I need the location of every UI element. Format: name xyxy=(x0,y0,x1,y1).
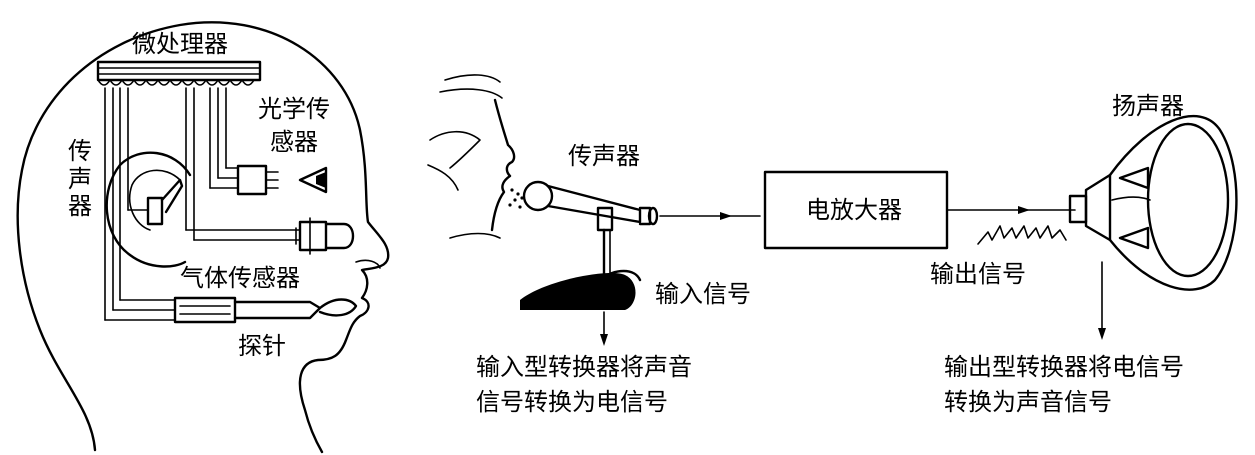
amplifier-label: 电放大器 xyxy=(806,198,902,222)
microprocessor-label: 微处理器 xyxy=(132,32,228,56)
arrow-out xyxy=(1018,206,1030,214)
output-signal-label: 输出信号 xyxy=(930,262,1026,286)
gas-sensor-label: 气体传感器 xyxy=(180,266,300,290)
arrow-in xyxy=(720,212,732,220)
optical-sensor-label-line1: 光学传 xyxy=(258,97,330,121)
probe xyxy=(175,298,356,322)
optical-sensor xyxy=(238,166,326,194)
studio-microphone-label: 传声器 xyxy=(568,144,640,168)
probe-label: 探针 xyxy=(238,334,286,358)
talker-profile xyxy=(428,75,514,238)
loudspeaker-label: 扬声器 xyxy=(1112,94,1184,118)
input-caption-line1: 输入型转换器将声音 xyxy=(476,355,692,379)
loudspeaker xyxy=(1070,116,1236,290)
output-waveform xyxy=(978,226,1066,244)
ear-microphone xyxy=(148,180,182,224)
microprocessor-block xyxy=(98,62,260,85)
optical-sensor-label-line2: 感器 xyxy=(270,130,318,154)
output-caption-line2: 转换为声音信号 xyxy=(944,390,1112,414)
ear-microphone-label: 传声器 xyxy=(66,138,94,221)
input-caption-line2: 信号转换为电信号 xyxy=(476,390,668,414)
input-signal-label: 输入信号 xyxy=(655,282,751,306)
gas-sensor xyxy=(296,218,353,254)
studio-microphone xyxy=(520,182,657,310)
head-outline xyxy=(18,22,389,452)
output-caption-line1: 输出型转换器将电信号 xyxy=(944,355,1184,379)
sound-dots xyxy=(508,188,523,208)
